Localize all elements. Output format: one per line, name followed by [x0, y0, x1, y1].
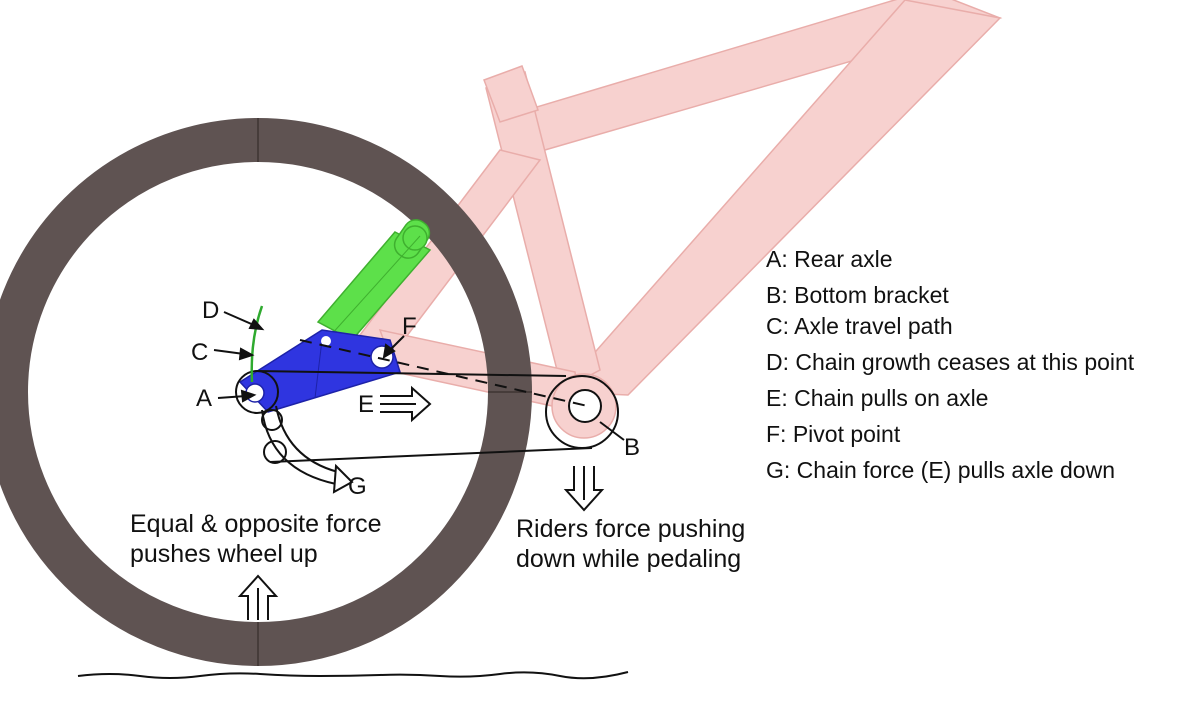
label-g: G — [348, 473, 367, 500]
derailleur-upper-pulley — [261, 409, 283, 431]
bb-spindle — [568, 389, 602, 423]
shock-axis — [329, 235, 421, 337]
legend-item-g: G: Chain force (E) pulls axle down — [766, 457, 1115, 483]
derailleur-lower-pulley — [263, 440, 287, 464]
shock-lower-mount — [321, 336, 331, 346]
legend-item-a: A: Rear axle — [766, 246, 893, 272]
leader-a-head — [240, 389, 257, 403]
wheel-up-arrow — [237, 574, 279, 620]
arrow-e-shaft — [380, 385, 432, 423]
legend: A: Rear axle B: Bottom bracket C: Axle t… — [766, 246, 1135, 483]
axle-travel-arc — [250, 305, 264, 383]
chainring — [545, 375, 619, 449]
leader-d — [223, 311, 257, 327]
arrow-g-inner — [275, 405, 339, 473]
wheel-up-note-line2: pushes wheel up — [130, 540, 318, 568]
rider-note-line1: Riders force pushing — [516, 515, 745, 543]
arrow-g-head — [332, 463, 354, 494]
force-arrow-e — [380, 385, 432, 423]
swingarm-body — [238, 329, 401, 413]
legend-item-b: B: Bottom bracket — [766, 282, 949, 308]
label-f: F — [402, 313, 417, 340]
leader-c-head — [238, 347, 255, 361]
label-a: A — [196, 385, 212, 412]
force-arrow-g — [261, 405, 354, 494]
leaders — [213, 311, 625, 441]
legend-item-f: F: Pivot point — [766, 421, 901, 447]
chain-force-line — [299, 339, 593, 408]
leader-f-head — [382, 343, 396, 359]
down-tube — [558, 0, 1002, 396]
wheel-up-note-line1: Equal & opposite force — [130, 510, 382, 538]
swingarm-fold — [314, 339, 323, 399]
chain — [256, 370, 619, 464]
label-b: B — [624, 434, 640, 461]
leader-d-head — [248, 318, 265, 331]
chain-top-run — [256, 370, 567, 377]
seat-post-stub — [483, 65, 539, 123]
label-c: C — [191, 339, 208, 366]
label-e: E — [358, 391, 374, 418]
legend-item-d: D: Chain growth ceases at this point — [766, 349, 1135, 375]
rear-wheel — [0, 118, 532, 666]
leader-b — [599, 421, 625, 441]
legend-item-e: E: Chain pulls on axle — [766, 385, 988, 411]
legend-item-c: C: Axle travel path — [766, 313, 953, 339]
rider-note-line2: down while pedaling — [516, 545, 741, 573]
leader-a — [217, 395, 247, 399]
rider-force-arrow — [563, 466, 605, 512]
shock-mount-top — [402, 225, 428, 251]
ground-line — [77, 671, 629, 680]
leader-c — [213, 349, 245, 355]
arrow-g-outer — [261, 409, 337, 485]
rear-shock — [316, 219, 432, 341]
label-d: D — [202, 297, 219, 324]
chain-bottom-run — [269, 447, 593, 463]
